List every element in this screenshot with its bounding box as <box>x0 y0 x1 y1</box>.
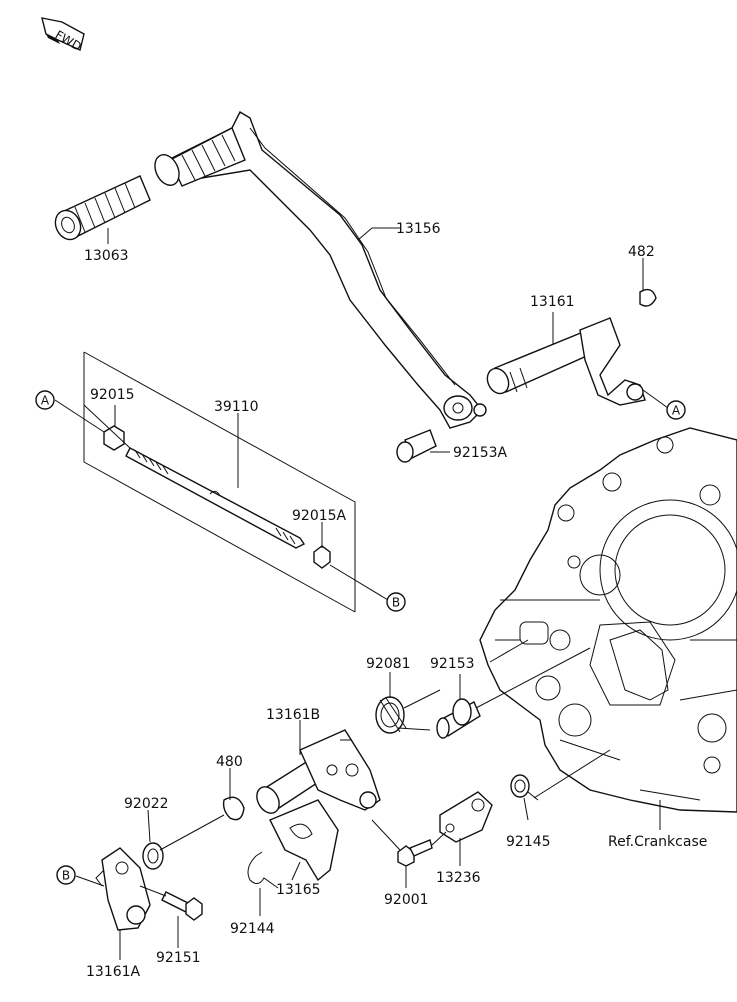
spring-92144 <box>247 851 279 889</box>
crankcase-drawing <box>479 427 737 813</box>
callout-A-right: A <box>666 400 686 420</box>
svg-text:B: B <box>62 869 70 883</box>
washer-92022 <box>142 842 164 870</box>
label-13161: 13161 <box>530 294 575 310</box>
label-92145: 92145 <box>506 834 551 850</box>
fwd-arrow-icon: FWD <box>41 17 85 54</box>
label-92153A: 92153A <box>453 445 508 461</box>
shift-shaft-13161B <box>256 729 381 814</box>
label-13161B: 13161B <box>266 707 320 723</box>
bolt-92151 <box>161 891 203 921</box>
label-480: 480 <box>216 754 243 770</box>
label-92001: 92001 <box>384 892 429 908</box>
label-92081: 92081 <box>366 656 411 672</box>
nut-92015A <box>313 545 331 569</box>
label-92015: 92015 <box>90 387 135 403</box>
label-ref-crankcase: Ref.Crankcase <box>608 834 707 850</box>
label-92151: 92151 <box>156 950 201 966</box>
svg-text:B: B <box>392 596 400 610</box>
bolt-92001 <box>397 839 433 867</box>
callout-B-left: B <box>56 865 76 885</box>
label-13165: 13165 <box>276 882 321 898</box>
label-92153: 92153 <box>430 656 475 672</box>
label-92144: 92144 <box>230 921 275 937</box>
spring-92145 <box>510 774 539 801</box>
label-92022: 92022 <box>124 796 169 812</box>
svg-text:A: A <box>41 394 50 408</box>
label-482: 482 <box>628 244 655 260</box>
tie-rod-39110 <box>125 447 306 549</box>
label-92015A: 92015A <box>292 508 347 524</box>
leader-lines <box>54 227 669 960</box>
shift-shaft-13161 <box>486 317 646 406</box>
pin-92153 <box>436 698 481 739</box>
arm-13161A <box>95 847 151 931</box>
spring-92081 <box>375 696 431 734</box>
label-13156: 13156 <box>396 221 441 237</box>
bracket-lines <box>83 351 356 613</box>
label-39110: 39110 <box>214 399 259 415</box>
label-13236: 13236 <box>436 870 481 886</box>
circlip-480 <box>222 796 245 821</box>
callout-A-top: A <box>35 390 55 410</box>
label-13161A: 13161A <box>86 964 141 980</box>
lever-13236 <box>439 791 493 843</box>
plate-13165 <box>269 799 339 882</box>
rubber-13063 <box>54 175 151 241</box>
shift-pedal-13156 <box>154 111 487 429</box>
label-13063: 13063 <box>84 248 129 264</box>
callout-B-right: B <box>386 592 406 612</box>
bolt-92153A <box>396 429 437 463</box>
clip-482 <box>639 288 657 307</box>
svg-text:A: A <box>672 404 681 418</box>
nut-92015 <box>103 425 125 451</box>
